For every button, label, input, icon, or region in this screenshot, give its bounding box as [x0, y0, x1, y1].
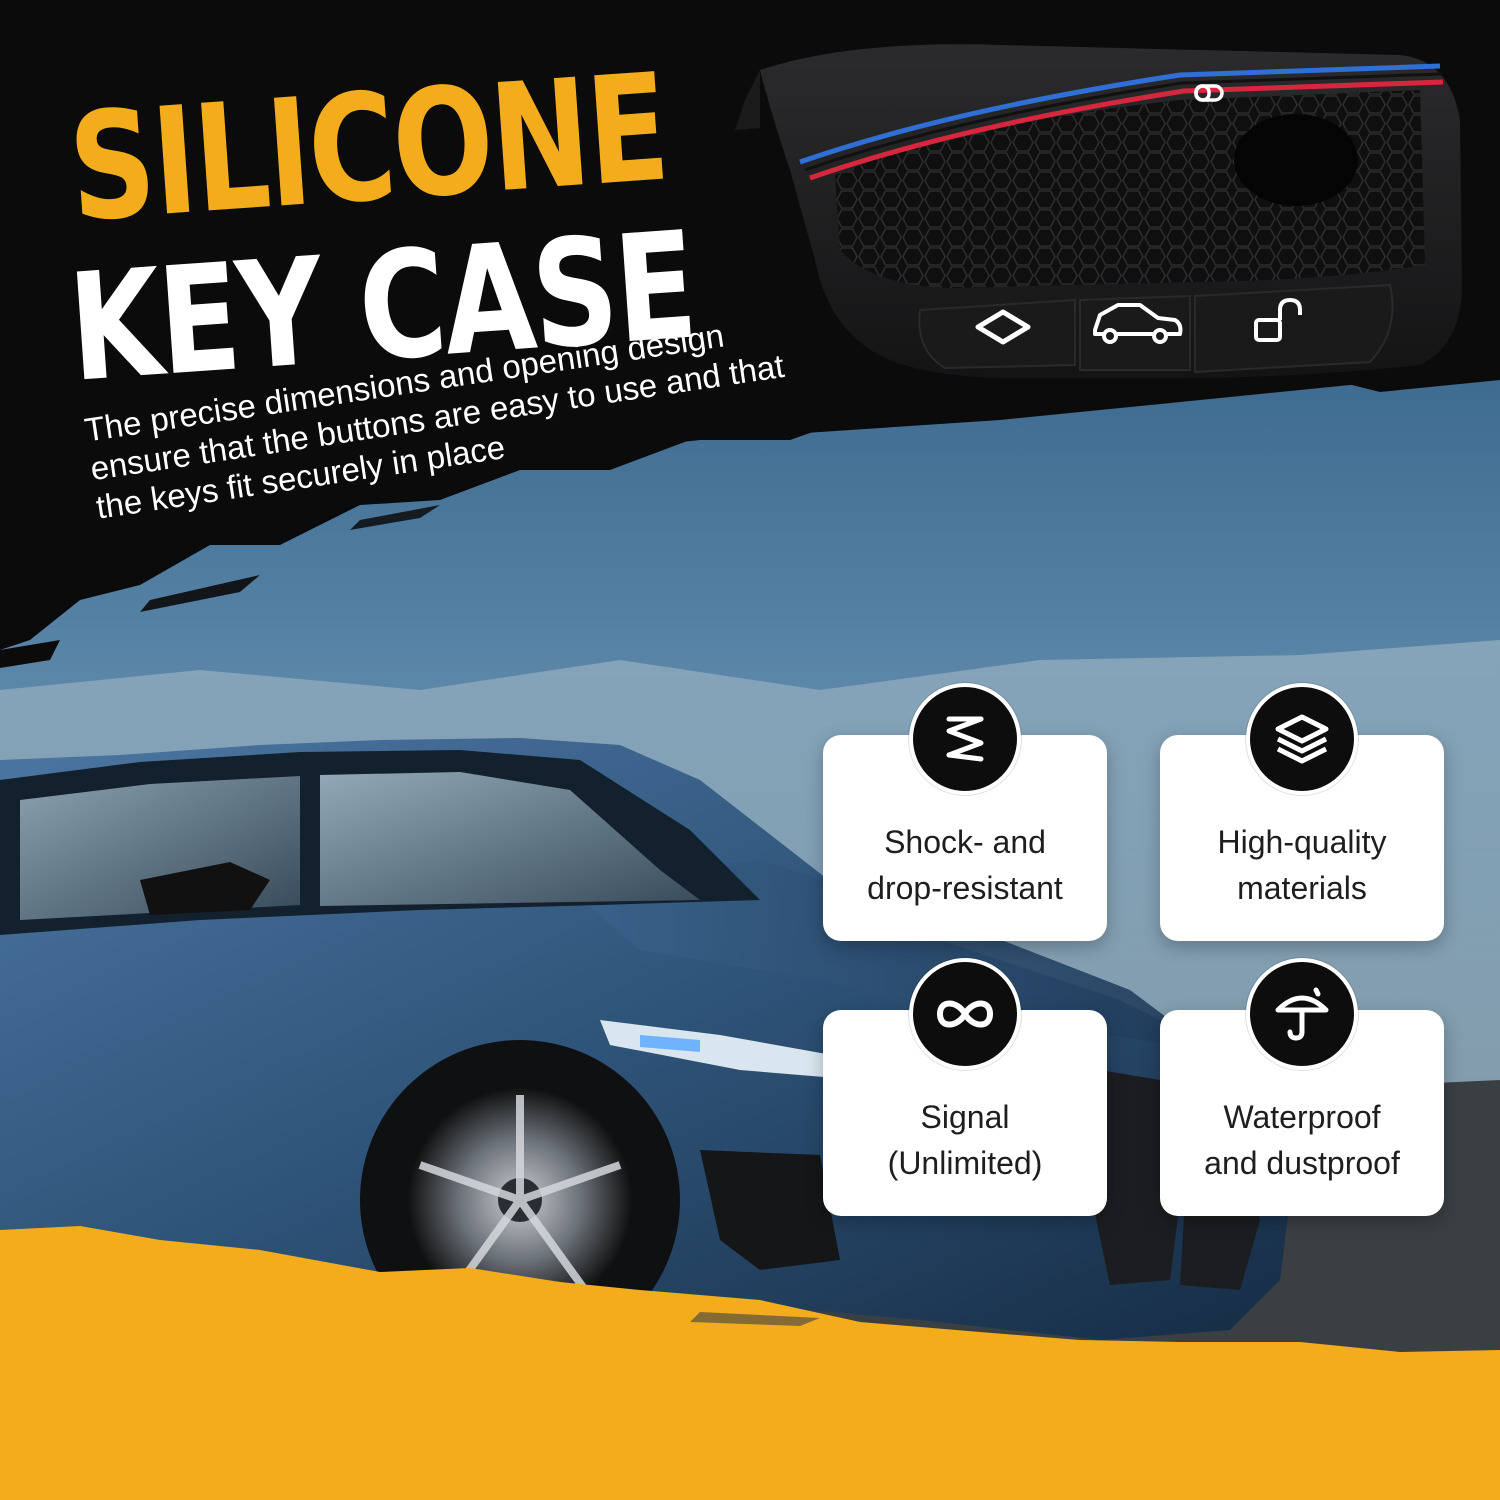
- umbrella-icon: [1246, 958, 1358, 1070]
- feature-card-signal: Signal (Unlimited): [823, 958, 1107, 1216]
- feature-card-waterproof: Waterproof and dustproof: [1160, 958, 1444, 1216]
- spring-icon: [909, 683, 1021, 795]
- feature-label-line: and dustproof: [1204, 1145, 1400, 1181]
- feature-label-line: (Unlimited): [887, 1145, 1043, 1181]
- feature-label-line: Signal: [920, 1099, 1010, 1135]
- infinity-icon: [909, 958, 1021, 1070]
- lock-icon: [1194, 84, 1224, 102]
- feature-label: Shock- and drop-resistant: [823, 819, 1107, 911]
- feature-label-line: drop-resistant: [867, 870, 1063, 906]
- feature-label-line: Waterproof: [1223, 1099, 1381, 1135]
- feature-label-line: materials: [1237, 870, 1367, 906]
- feature-label: High-quality materials: [1160, 819, 1444, 911]
- car-trunk-icon: [1093, 303, 1183, 344]
- feature-card-materials: High-quality materials: [1160, 683, 1444, 941]
- feature-label: Waterproof and dustproof: [1160, 1094, 1444, 1186]
- unlock-icon: [1254, 297, 1302, 342]
- feature-label-line: Shock- and: [884, 824, 1046, 860]
- feature-label-line: High-quality: [1217, 824, 1387, 860]
- diamond-icon: [975, 309, 1031, 345]
- layers-icon: [1246, 683, 1358, 795]
- feature-label: Signal (Unlimited): [823, 1094, 1107, 1186]
- feature-card-shock: Shock- and drop-resistant: [823, 683, 1107, 941]
